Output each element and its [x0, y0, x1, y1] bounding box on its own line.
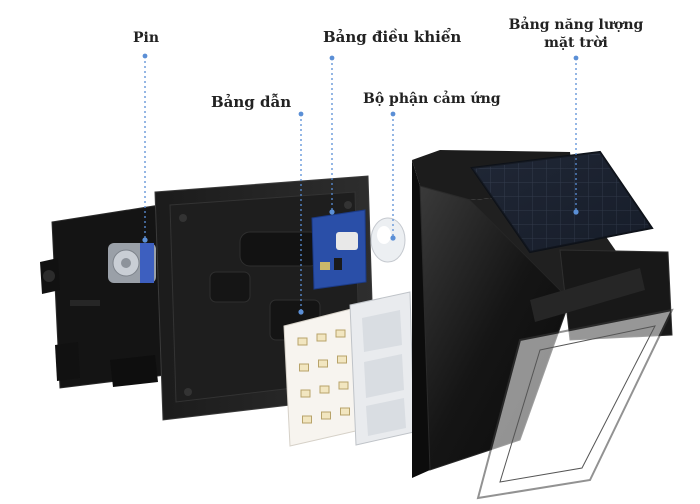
led-chips: [297, 329, 350, 424]
led-chip: [340, 407, 350, 416]
battery: [108, 243, 156, 283]
leader-sensor-end-dot: [390, 235, 396, 241]
led-chip: [335, 329, 346, 338]
led-chip: [302, 415, 312, 424]
leader-guide-end-dot: [298, 309, 304, 315]
reflector-frame: [349, 291, 415, 446]
leader-sensor-top-dot: [390, 111, 396, 117]
leader-solar-top-dot: [573, 55, 579, 61]
led-chip: [319, 385, 330, 394]
leader-pin-end-dot: [142, 237, 148, 243]
leader-lines: [142, 53, 579, 315]
led-chip: [321, 411, 331, 420]
led-chip: [338, 381, 349, 390]
led-chip: [297, 337, 308, 346]
leader-pin-top-dot: [142, 53, 148, 59]
led-chip: [316, 333, 327, 342]
leader-control-end-dot: [329, 209, 335, 215]
label-sensor: Bộ phận cảm ứng: [363, 91, 501, 107]
solar-panel: [470, 150, 654, 254]
label-control-board: Bảng điều khiển: [323, 28, 462, 46]
leader-solar-end-dot: [573, 209, 579, 215]
back-bracket: [40, 204, 166, 389]
led-chip: [300, 389, 311, 398]
clear-front-cover: [476, 308, 674, 500]
motion-sensor: [370, 217, 406, 263]
leader-control-top-dot: [329, 55, 335, 61]
label-solar-panel-line1: Bảng năng lượng: [508, 17, 644, 33]
control-board: [311, 209, 367, 290]
leader-guide-top-dot: [298, 111, 304, 117]
led-guide-board: [283, 307, 361, 447]
label-solar-panel: Bảng năng lượng mặt trời: [496, 16, 656, 52]
led-chip: [299, 363, 309, 372]
led-chip: [337, 355, 347, 364]
label-guide-board: Bảng dẫn: [211, 93, 292, 111]
led-chip: [318, 359, 328, 368]
label-battery: Pin: [133, 30, 160, 46]
label-solar-panel-line2: mặt trời: [544, 35, 608, 51]
